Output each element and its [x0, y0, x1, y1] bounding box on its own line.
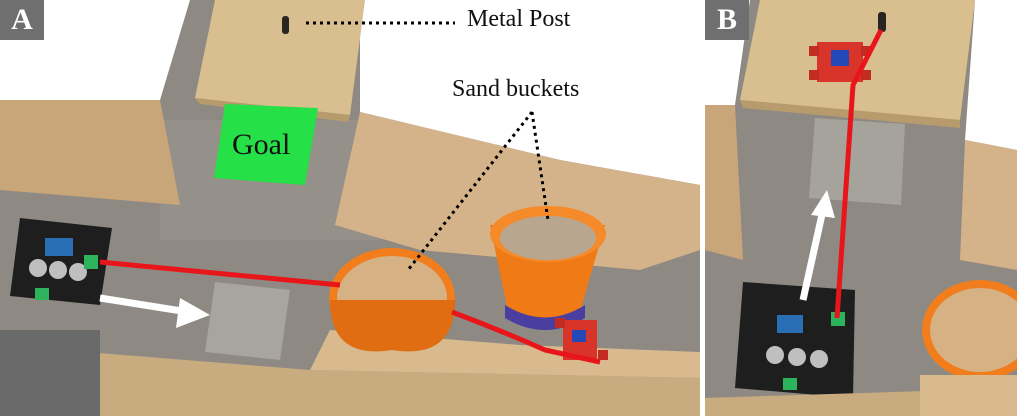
path-line-red — [834, 28, 884, 319]
panel-b: B — [705, 0, 1017, 416]
panel-a: A Metal Post Sand buckets Goal — [0, 0, 700, 416]
left-wall — [705, 105, 743, 260]
background-white-left — [0, 0, 190, 100]
panel-b-scene — [705, 0, 1017, 416]
goal-label: Goal — [232, 128, 291, 161]
metal-post — [282, 16, 289, 34]
sand-bucket-front — [329, 248, 455, 352]
path-line-red — [99, 259, 341, 288]
metal-post — [878, 12, 886, 32]
background-white-right — [360, 0, 700, 185]
panel-label-b: B — [705, 0, 749, 40]
right-wall — [960, 140, 1017, 270]
left-wall — [0, 100, 180, 205]
sand-bucket — [922, 280, 1017, 380]
control-board — [10, 218, 112, 305]
hexapod-robot — [555, 318, 608, 360]
metal-post-label: Metal Post — [467, 6, 571, 32]
sand-buckets-label: Sand buckets — [452, 76, 580, 102]
sand-bucket-back — [490, 206, 606, 330]
panel-a-scene — [0, 0, 700, 416]
control-board — [735, 282, 855, 398]
ghost-board — [205, 282, 290, 360]
white-arrow — [799, 209, 827, 301]
grey-container — [0, 330, 100, 416]
hexapod-robot — [809, 42, 871, 82]
sand-pointer-front — [406, 111, 534, 271]
right-wall — [335, 112, 700, 270]
ghost-board — [809, 118, 905, 205]
bottom-wall — [0, 345, 700, 416]
panel-label-a: A — [0, 0, 44, 40]
white-arrow — [99, 294, 189, 316]
plywood-platform — [195, 0, 365, 115]
goal-patch — [214, 104, 318, 185]
